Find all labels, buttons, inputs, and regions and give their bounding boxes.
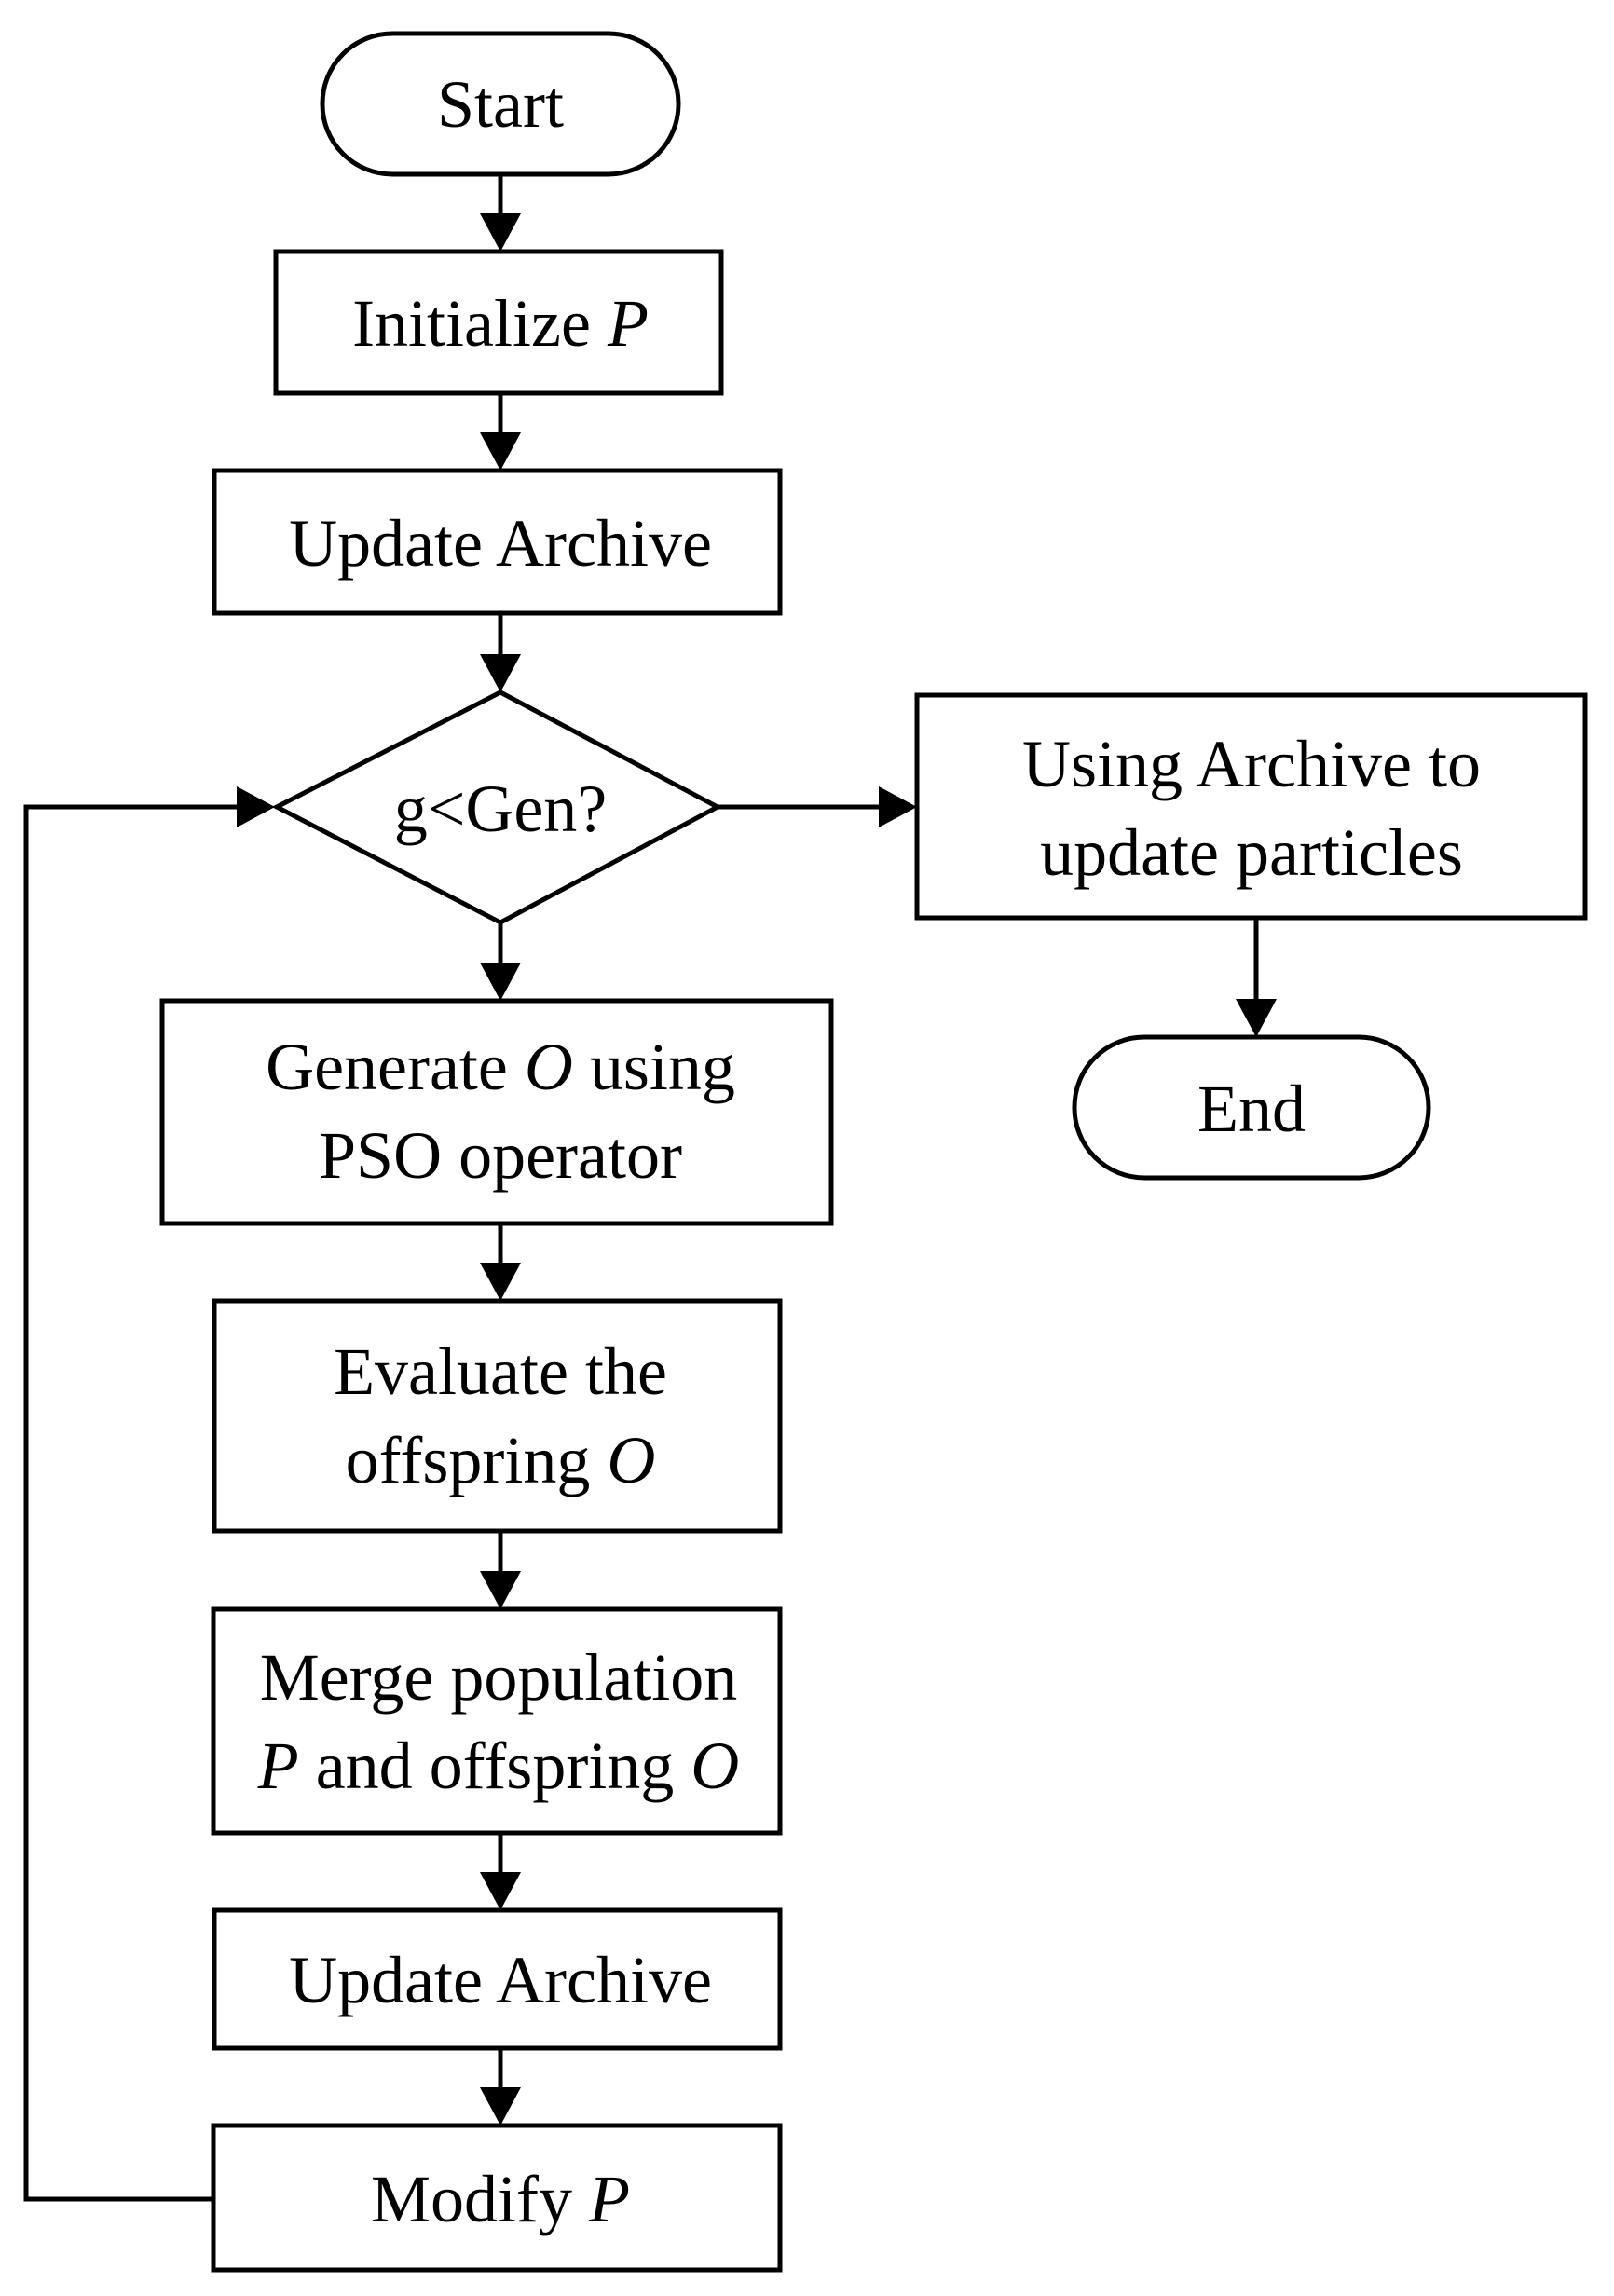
start-node: Start	[320, 31, 681, 177]
arrow-generate-to-evaluate	[480, 1223, 521, 1301]
merge-var-1: P	[257, 1729, 299, 1803]
evaluate-line-2: offspring O	[346, 1423, 656, 1497]
arrow-update-archive-to-modify	[480, 2048, 521, 2125]
update-archive-node-2: Update Archive	[212, 1907, 783, 2051]
initialize-label: Initialize P	[352, 286, 649, 361]
arrow-loop-modify-to-decision	[23, 786, 275, 2202]
decision-label: g<Gen?	[394, 772, 608, 846]
evaluate-var: O	[607, 1423, 655, 1497]
evaluate-text-pre: offspring	[346, 1423, 608, 1497]
arrow-initialize-to-update-archive	[480, 393, 521, 471]
arrow-merge-to-update-archive	[480, 1833, 521, 1910]
update-archive-label-2: Update Archive	[289, 1943, 712, 2017]
arrow-decision-to-generate	[480, 922, 521, 1001]
arrow-start-to-initialize	[480, 174, 521, 252]
merge-text-mid: and offspring	[299, 1729, 691, 1803]
arrow-using-archive-to-end	[1236, 918, 1277, 1037]
connectors	[23, 174, 1277, 2202]
generate-line-1: Generate O using	[266, 1030, 735, 1104]
merge-line-2: P and offspring O	[257, 1729, 740, 1803]
end-label: End	[1197, 1072, 1306, 1146]
using-archive-node: Using Archive to update particles	[914, 692, 1588, 921]
modify-label: Modify P	[371, 2162, 630, 2236]
merge-line-1: Merge population	[260, 1640, 738, 1715]
generate-node: Generate O using PSO operator	[159, 998, 834, 1226]
initialize-node: Initialize P	[273, 249, 724, 396]
arrow-decision-to-using-archive	[718, 786, 917, 827]
using-archive-line-2: update particles	[1040, 815, 1463, 890]
merge-node: Merge population P and offspring O	[211, 1606, 783, 1836]
evaluate-node: Evaluate the offspring O	[212, 1298, 783, 1534]
modify-node: Modify P	[211, 2123, 783, 2273]
start-label: Start	[437, 67, 564, 142]
generate-text-pre: Generate	[266, 1030, 525, 1104]
evaluate-line-1: Evaluate the	[334, 1334, 667, 1409]
using-archive-line-1: Using Archive to	[1022, 727, 1481, 801]
arrow-update-archive-to-decision	[480, 613, 521, 692]
initialize-text: Initialize	[352, 286, 608, 361]
end-node: End	[1072, 1034, 1431, 1181]
initialize-var: P	[607, 286, 649, 361]
generate-text-post: using	[573, 1030, 735, 1104]
generate-var: O	[525, 1030, 573, 1104]
generate-line-2: PSO operator	[319, 1118, 682, 1193]
arrow-evaluate-to-merge	[480, 1531, 521, 1609]
merge-var-2: O	[691, 1729, 739, 1803]
decision-node: g<Gen?	[271, 690, 723, 925]
modify-var: P	[588, 2162, 630, 2236]
modify-text: Modify	[371, 2162, 589, 2236]
update-archive-label-1: Update Archive	[289, 506, 712, 581]
update-archive-node-1: Update Archive	[212, 468, 783, 616]
